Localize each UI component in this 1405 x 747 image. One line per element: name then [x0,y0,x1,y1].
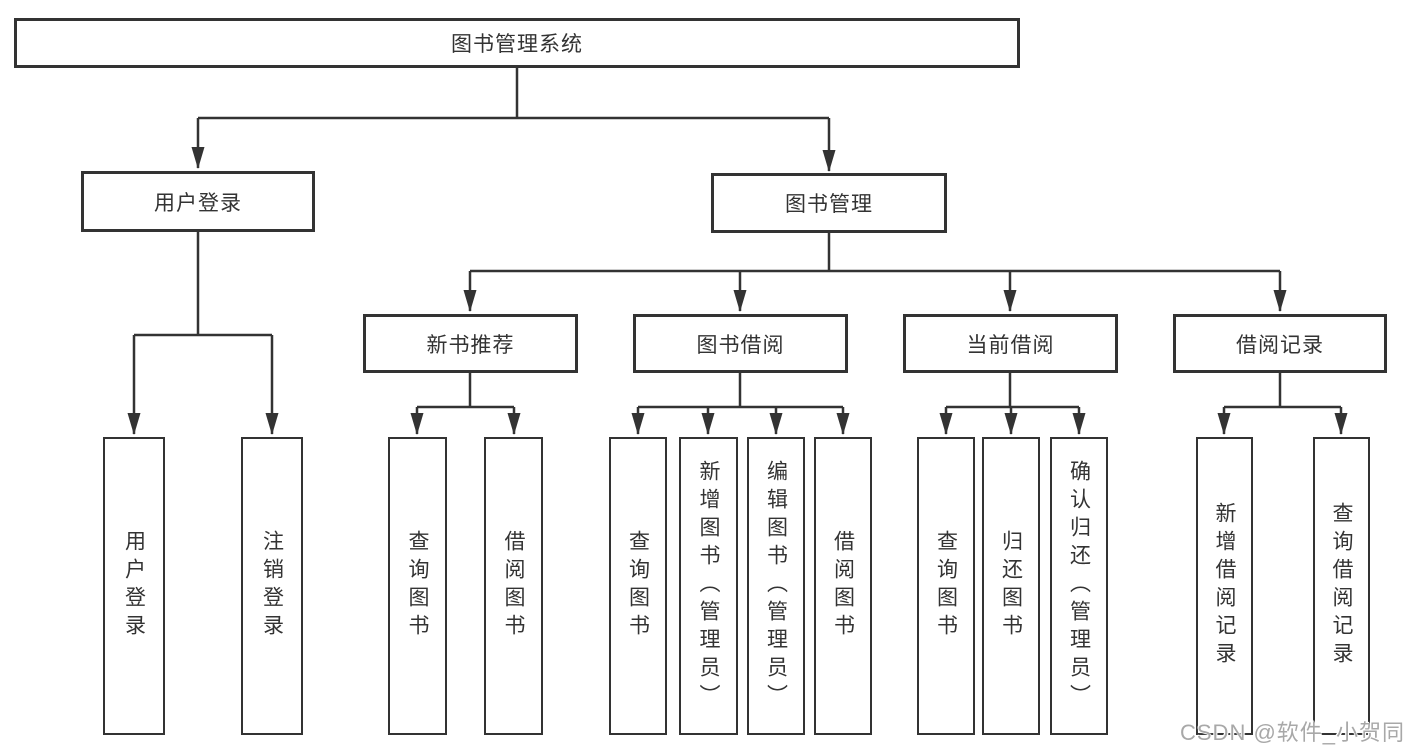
node-new-book-recommend: 新书推荐 [363,314,578,373]
leaf-cb-confirm-return-admin: 确认归还（管理员） [1050,437,1108,735]
connector-login-trunk [134,232,272,337]
node-book-borrow: 图书借阅 [633,314,848,373]
connector-mgmt-trunk [470,233,1280,273]
leaf-logout-label: 注销登录 [260,530,284,642]
node-book-mgmt-label: 图书管理 [785,193,873,216]
leaf-nbr-query-book-label: 查询图书 [406,530,429,642]
node-book-borrow-label: 图书借阅 [696,333,785,357]
leaf-rec-add-record: 新增借阅记录 [1196,437,1253,735]
node-borrow-records-label: 借阅记录 [1236,333,1324,357]
leaf-cb-return-book: 归还图书 [982,437,1040,735]
node-user-login-label: 用户登录 [154,191,242,215]
node-root: 图书管理系统 [14,18,1020,68]
leaf-bb-edit-book-admin: 编辑图书（管理员） [747,437,805,735]
node-current-borrow-label: 当前借阅 [966,333,1055,357]
leaf-logout: 注销登录 [241,437,303,735]
leaf-cb-query-book-label: 查询图书 [934,530,958,642]
leaf-bb-query-book-label: 查询图书 [626,530,650,642]
leaf-bb-query-book: 查询图书 [609,437,667,735]
leaf-cb-return-book-label: 归还图书 [999,530,1023,642]
node-new-book-recommend-label: 新书推荐 [426,333,515,357]
node-current-borrow: 当前借阅 [903,314,1118,373]
leaf-rec-query-record: 查询借阅记录 [1313,437,1370,735]
leaf-bb-add-book-admin: 新增图书（管理员） [679,437,738,735]
leaf-rec-add-record-label: 新增借阅记录 [1213,502,1236,670]
connector-borrow-trunk [638,373,843,409]
leaf-bb-borrow-book-label: 借阅图书 [831,530,855,642]
leaf-cb-confirm-return-admin-label: 确认归还（管理员） [1067,460,1091,712]
leaf-user-login-label: 用户登录 [122,530,146,642]
connector-current-trunk [946,373,1079,409]
node-borrow-records: 借阅记录 [1173,314,1387,373]
leaf-bb-borrow-book: 借阅图书 [814,437,872,735]
leaf-nbr-borrow-book-label: 借阅图书 [502,530,525,642]
node-book-mgmt: 图书管理 [711,173,947,233]
leaf-bb-edit-book-admin-label: 编辑图书（管理员） [764,460,788,712]
node-user-login: 用户登录 [81,171,315,232]
csdn-watermark: CSDN @软件_小贺同学 [1180,720,1405,745]
leaf-cb-query-book: 查询图书 [917,437,975,735]
leaf-rec-query-record-label: 查询借阅记录 [1330,502,1353,670]
node-root-label: 图书管理系统 [451,33,583,56]
leaf-user-login: 用户登录 [103,437,165,735]
leaf-nbr-query-book: 查询图书 [388,437,447,735]
leaf-nbr-borrow-book: 借阅图书 [484,437,543,735]
connector-root-trunk [198,68,829,120]
leaf-bb-add-book-admin-label: 新增图书（管理员） [697,460,720,712]
connector-newbook-trunk [417,373,514,409]
connector-records-trunk [1224,373,1341,409]
